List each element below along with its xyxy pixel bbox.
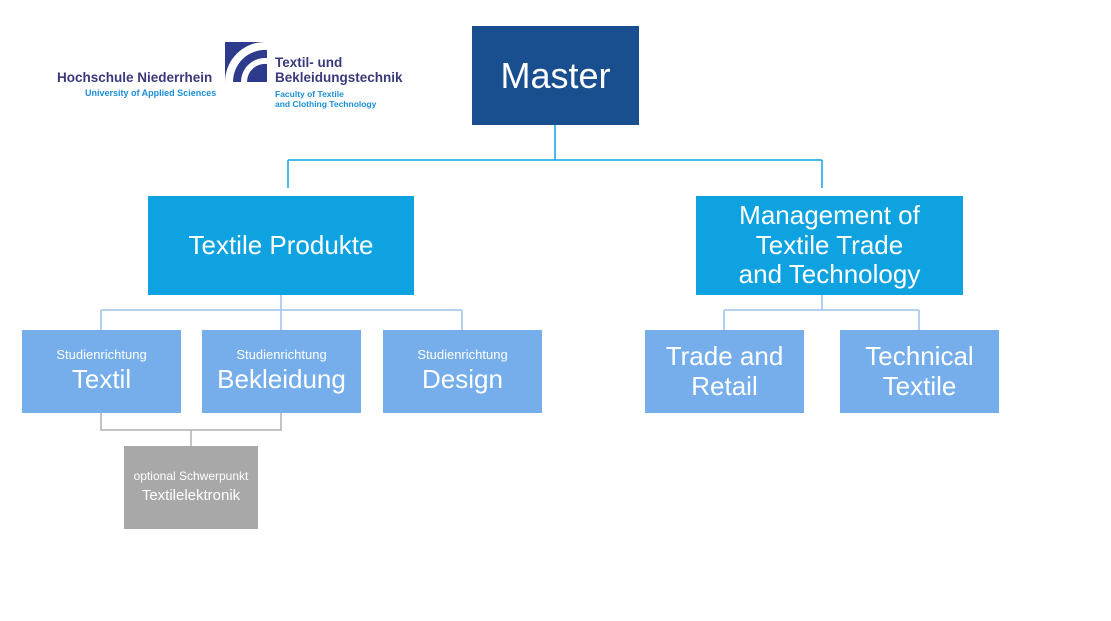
management-label-line3: and Technology [738, 259, 921, 290]
master-node: Master [472, 26, 639, 125]
textile-produkte-label: Textile Produkte [188, 229, 374, 260]
faculty-subtitle-line1: Faculty of Textile [275, 89, 344, 99]
technical-textile-line1: Technical [865, 340, 974, 371]
connector-textile-produkte [100, 295, 463, 330]
studienrichtung-small-label: Studienrichtung [56, 347, 147, 363]
textile-produkte-node: Textile Produkte [148, 196, 414, 295]
university-name: Hochschule Niederrhein [57, 70, 213, 85]
faculty-logo-mark-icon [225, 42, 267, 82]
connector-optional [100, 413, 282, 446]
trade-and-retail-line1: Trade and [665, 340, 784, 371]
design-label: Design [422, 364, 503, 395]
textilelektronik-label: Textilelektronik [141, 487, 241, 505]
faculty-name-line2: Bekleidungstechnik [275, 70, 403, 85]
studienrichtung-textil-node: Studienrichtung Textil [22, 330, 181, 413]
management-label-line2: Textile Trade [755, 229, 904, 260]
management-node: Management of Textile Trade and Technolo… [696, 196, 963, 295]
university-logo: Hochschule Niederrhein University of App… [57, 40, 417, 110]
connector-master [287, 125, 823, 188]
faculty-name: Textil- und Bekleidungstechnik [275, 55, 403, 85]
textil-label: Textil [71, 364, 132, 395]
university-subtitle: University of Applied Sciences [85, 88, 217, 98]
studienrichtung-small-label: Studienrichtung [417, 347, 508, 363]
technical-textile-node: Technical Textile [840, 330, 999, 413]
trade-and-retail-node: Trade and Retail [645, 330, 804, 413]
faculty-subtitle: Faculty of Textile and Clothing Technolo… [275, 89, 376, 109]
bekleidung-label: Bekleidung [217, 364, 346, 395]
master-label: Master [500, 54, 611, 96]
trade-and-retail-line2: Retail [691, 370, 758, 401]
faculty-subtitle-line2: and Clothing Technology [275, 99, 377, 109]
studienrichtung-bekleidung-node: Studienrichtung Bekleidung [202, 330, 361, 413]
studienrichtung-design-node: Studienrichtung Design [383, 330, 542, 413]
faculty-name-line1: Textil- und [275, 55, 343, 70]
optional-schwerpunkt-label: optional Schwerpunkt [133, 469, 249, 484]
studienrichtung-small-label: Studienrichtung [236, 347, 327, 363]
optional-textilelektronik-node: optional Schwerpunkt Textilelektronik [124, 446, 258, 529]
connector-management [723, 295, 920, 330]
technical-textile-line2: Textile [882, 370, 957, 401]
management-label-line1: Management of [739, 199, 920, 230]
